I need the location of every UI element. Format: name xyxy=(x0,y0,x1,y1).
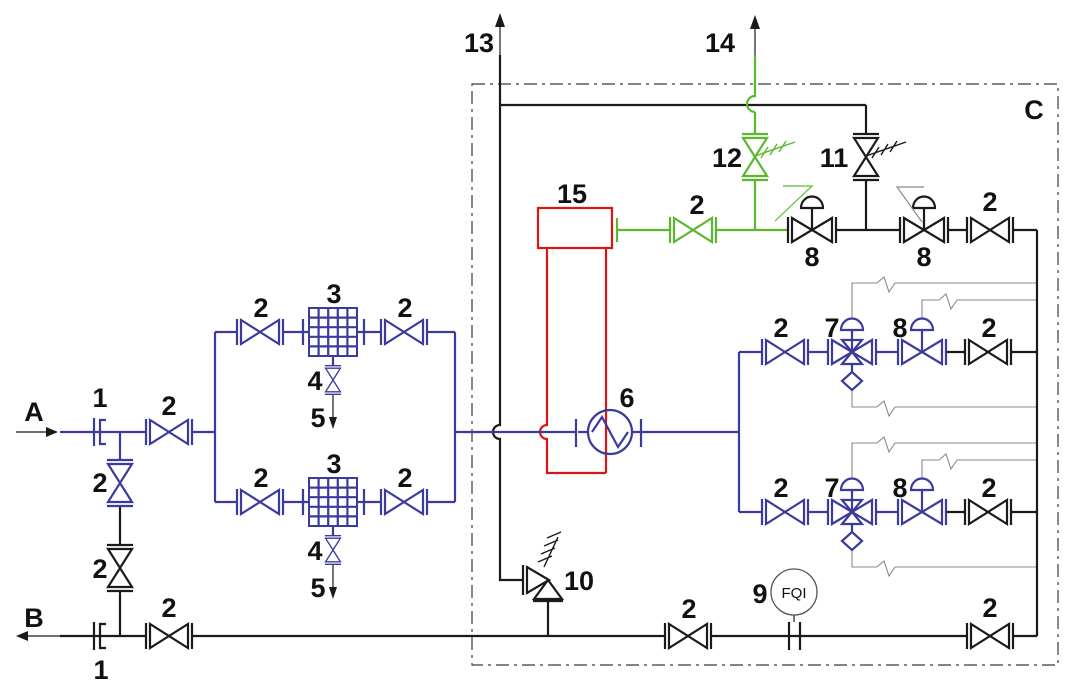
actuated-valve-8-top-right xyxy=(898,195,950,245)
drain-arrow-5-upper xyxy=(329,394,337,429)
label-8: 8 xyxy=(892,313,907,343)
label-2: 2 xyxy=(397,293,412,323)
actuated-valve-8-top-left xyxy=(786,195,838,245)
actuator-flag-gray xyxy=(895,186,924,223)
arrow-up-icon xyxy=(495,13,505,27)
orifice-flanges xyxy=(787,622,802,650)
valve-2-green xyxy=(668,215,718,245)
label-stream-b: B xyxy=(24,603,44,633)
valve-2-bottom-mid xyxy=(663,621,713,651)
filter-3-lower xyxy=(308,477,358,527)
arrow-left-icon xyxy=(16,631,28,641)
label-2: 2 xyxy=(981,313,996,343)
vent-arrow-14 xyxy=(750,15,760,55)
label-boundary-c: C xyxy=(1024,95,1044,125)
label-2: 2 xyxy=(773,473,788,503)
outlet-arrow-b xyxy=(16,631,60,641)
actuator-flag-green xyxy=(774,185,814,222)
inlet-arrow-a xyxy=(16,427,58,437)
flange-bars xyxy=(301,319,643,515)
label-8: 8 xyxy=(804,242,819,272)
label-10: 10 xyxy=(564,566,594,596)
label-7: 7 xyxy=(824,473,839,503)
label-8: 8 xyxy=(892,473,907,503)
arrow-down-icon xyxy=(329,417,337,429)
relief-valve-12 xyxy=(740,132,770,182)
label-2: 2 xyxy=(681,594,696,624)
label-2: 2 xyxy=(397,463,412,493)
label-12: 12 xyxy=(712,143,742,173)
vaporizer-6 xyxy=(586,408,634,456)
connection-1-inlet xyxy=(92,418,106,446)
instrument-tag: FQI xyxy=(782,585,807,602)
label-15: 15 xyxy=(557,179,587,209)
arrow-up-icon xyxy=(750,15,760,29)
heating-loop xyxy=(536,206,614,475)
valve-2-bypass-lower xyxy=(105,543,135,593)
black-piping xyxy=(60,55,1039,638)
label-2: 2 xyxy=(253,293,268,323)
green-piping xyxy=(615,55,788,242)
instrument-bubble xyxy=(770,568,818,616)
relief-valve-11 xyxy=(851,132,881,182)
filter-3-upper xyxy=(308,307,358,357)
valve-2-outlet xyxy=(144,621,194,651)
label-3: 3 xyxy=(326,279,341,309)
label-14: 14 xyxy=(705,28,735,58)
label-stream-a: A xyxy=(24,397,44,427)
label-13: 13 xyxy=(464,28,494,58)
label-1-inlet: 1 xyxy=(92,383,107,413)
flow-indicator-9: FQI xyxy=(770,568,818,650)
spring-hatch-10 xyxy=(537,531,562,568)
signal-lines xyxy=(851,276,1037,578)
label-2: 2 xyxy=(161,391,176,421)
arrow-right-icon xyxy=(46,427,58,437)
label-2: 2 xyxy=(92,468,107,498)
label-6: 6 xyxy=(619,383,634,413)
coil-icon xyxy=(591,414,629,450)
label-2: 2 xyxy=(982,593,997,623)
label-2: 2 xyxy=(982,187,997,217)
connection-1-outlet xyxy=(92,622,106,650)
label-4: 4 xyxy=(307,536,322,566)
valve-2-bottom-right xyxy=(965,621,1015,651)
label-1-outlet: 1 xyxy=(93,655,108,685)
drain-valve-4-upper xyxy=(324,365,342,395)
boundary-box-c xyxy=(471,83,1059,666)
label-7: 7 xyxy=(824,313,839,343)
label-2: 2 xyxy=(161,593,176,623)
drain-valve-4-lower xyxy=(324,535,342,565)
heater-15-box xyxy=(536,206,614,250)
arrow-down-icon xyxy=(329,587,337,599)
label-2: 2 xyxy=(92,554,107,584)
valve-2-bypass-upper xyxy=(105,458,135,508)
label-5: 5 xyxy=(310,403,325,433)
valve-2-top-right xyxy=(965,215,1015,245)
label-8: 8 xyxy=(916,242,931,272)
spring-hatch-12 xyxy=(754,140,796,159)
drain-arrow-5-lower xyxy=(329,564,337,599)
spring-hatch-11 xyxy=(865,140,907,159)
heating-pipes xyxy=(538,248,608,475)
label-2: 2 xyxy=(773,313,788,343)
label-5: 5 xyxy=(310,573,325,603)
labels: A B C 1 1 2 2 2 2 2 3 2 4 5 2 3 2 4 5 6 … xyxy=(24,28,1044,685)
label-4: 4 xyxy=(307,366,322,396)
process-piping xyxy=(60,319,898,536)
valve-2-inlet xyxy=(144,417,194,447)
label-2: 2 xyxy=(689,190,704,220)
vent-arrow-13 xyxy=(495,13,505,55)
label-11: 11 xyxy=(820,143,849,173)
label-9: 9 xyxy=(752,579,767,609)
label-2: 2 xyxy=(253,463,268,493)
label-2: 2 xyxy=(981,473,996,503)
safety-valve-10 xyxy=(521,531,565,603)
label-3: 3 xyxy=(326,449,341,479)
